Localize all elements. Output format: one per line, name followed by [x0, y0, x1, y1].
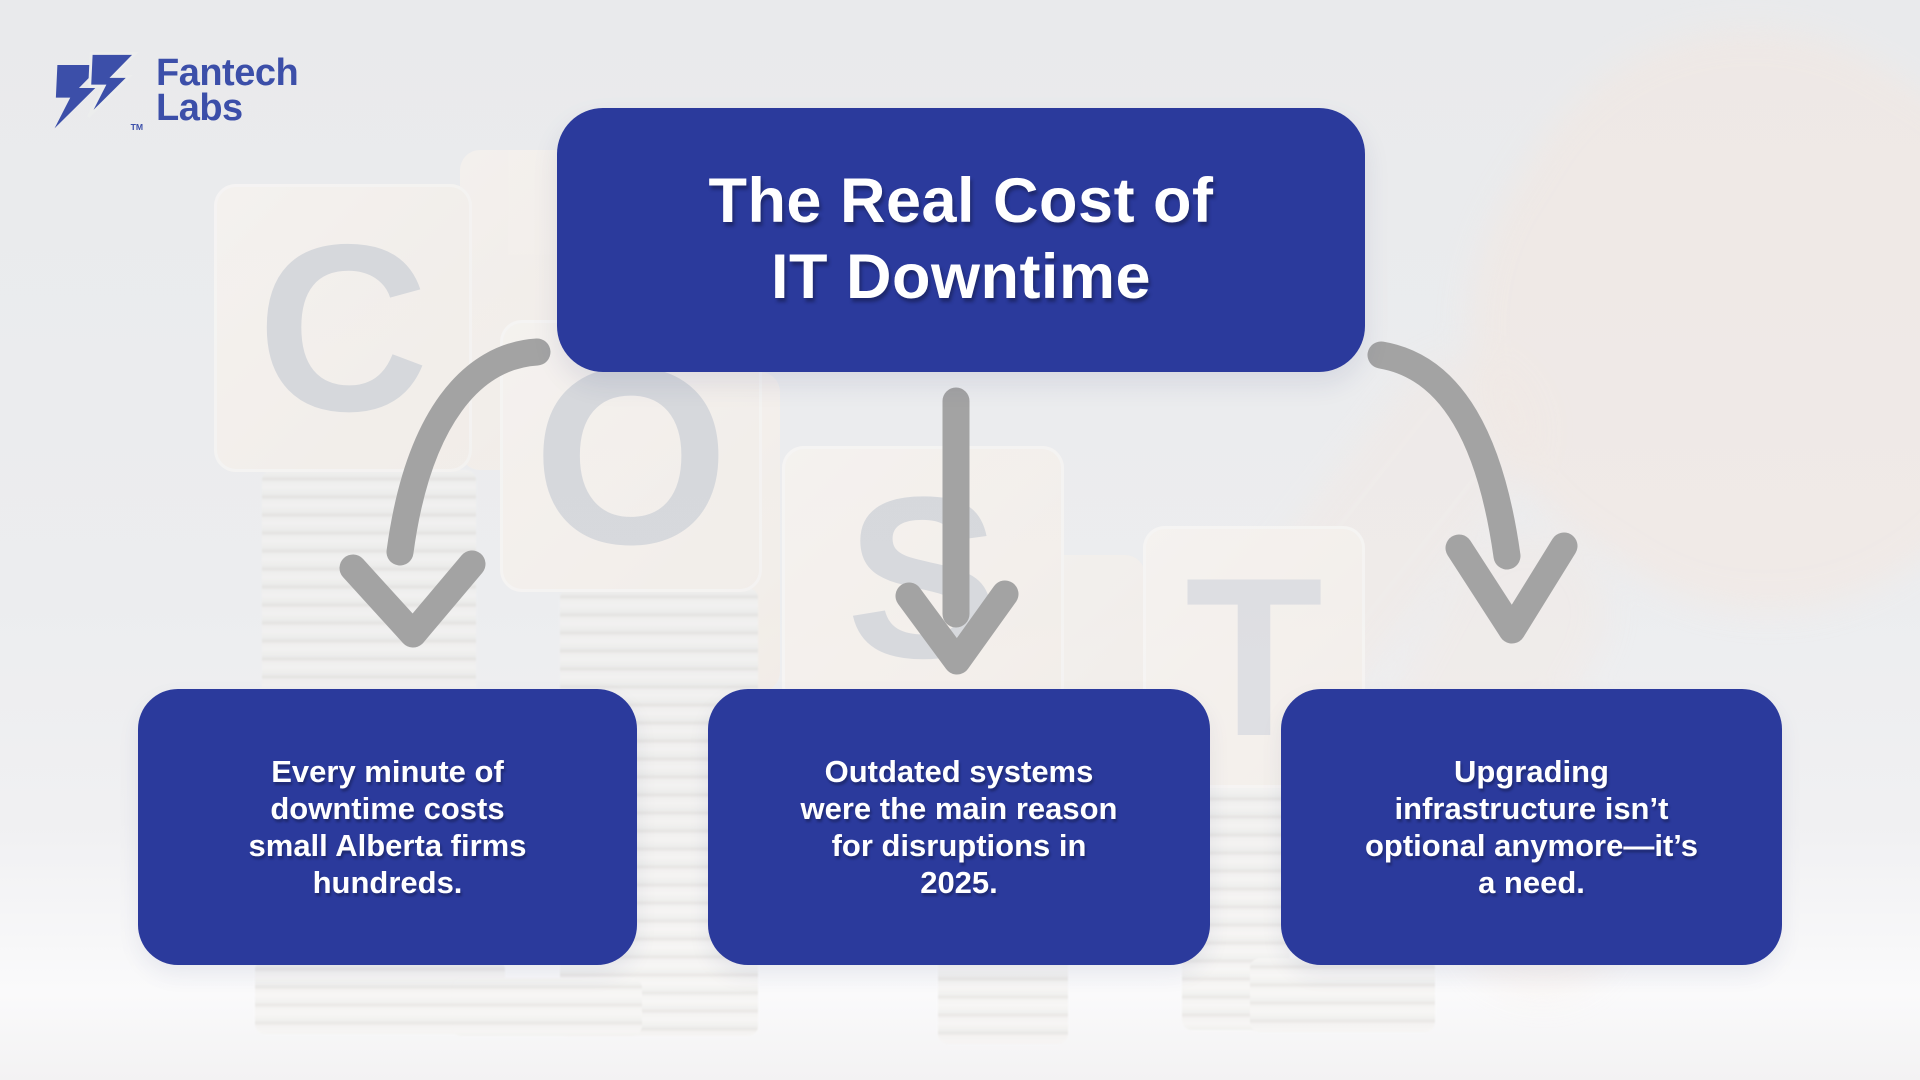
block-letter: C — [257, 195, 429, 461]
info-card-downtime-cost: Every minute of downtime costs small Alb… — [138, 689, 637, 965]
card-text-line: for disruptions in — [831, 828, 1087, 863]
card-text-line: downtime costs — [270, 790, 505, 826]
card-text-line: a need. — [1478, 865, 1585, 901]
title-box: The Real Cost of IT Downtime — [557, 108, 1365, 372]
card-text-line: Every minute of — [271, 753, 504, 789]
coin-pile — [1250, 958, 1435, 1032]
trademark-symbol: TM — [131, 122, 143, 132]
card-text-line: infrastructure isn’t — [1394, 790, 1669, 826]
card-text-line: Outdated systems — [824, 753, 1094, 789]
title-line2: IT Downtime — [771, 242, 1151, 312]
right-curved-arrow-icon — [1367, 341, 1578, 644]
card-text-line: small Alberta firms — [248, 828, 527, 863]
brand-name-line1: Fantech — [156, 52, 299, 94]
brand-name: Fantech Labs — [156, 52, 299, 134]
info-card-upgrade-need: Upgrading infrastructure isn’t optional … — [1281, 689, 1782, 965]
wood-block-letter-s: S — [782, 446, 1064, 708]
brand-logo: TM Fantech Labs — [50, 42, 299, 134]
block-letter: S — [846, 448, 1000, 706]
card-text-line: hundreds. — [312, 865, 463, 901]
coin-stack — [938, 952, 1068, 1044]
fantech-labs-logo-icon: TM — [54, 52, 143, 132]
left-curved-arrow-icon — [339, 338, 551, 648]
brand-name-line2: Labs — [156, 86, 243, 129]
card-text-line: optional anymore—it’s — [1364, 828, 1698, 863]
title-line1: The Real Cost of — [708, 166, 1214, 237]
card-text-line: were the main reason — [800, 790, 1118, 826]
card-text-line: 2025. — [920, 865, 998, 901]
coin-pile — [452, 978, 642, 1036]
card-text-line: Upgrading — [1454, 753, 1609, 789]
middle-down-arrow-icon — [895, 387, 1019, 675]
info-card-outdated-systems: Outdated systems were the main reason fo… — [708, 689, 1210, 965]
